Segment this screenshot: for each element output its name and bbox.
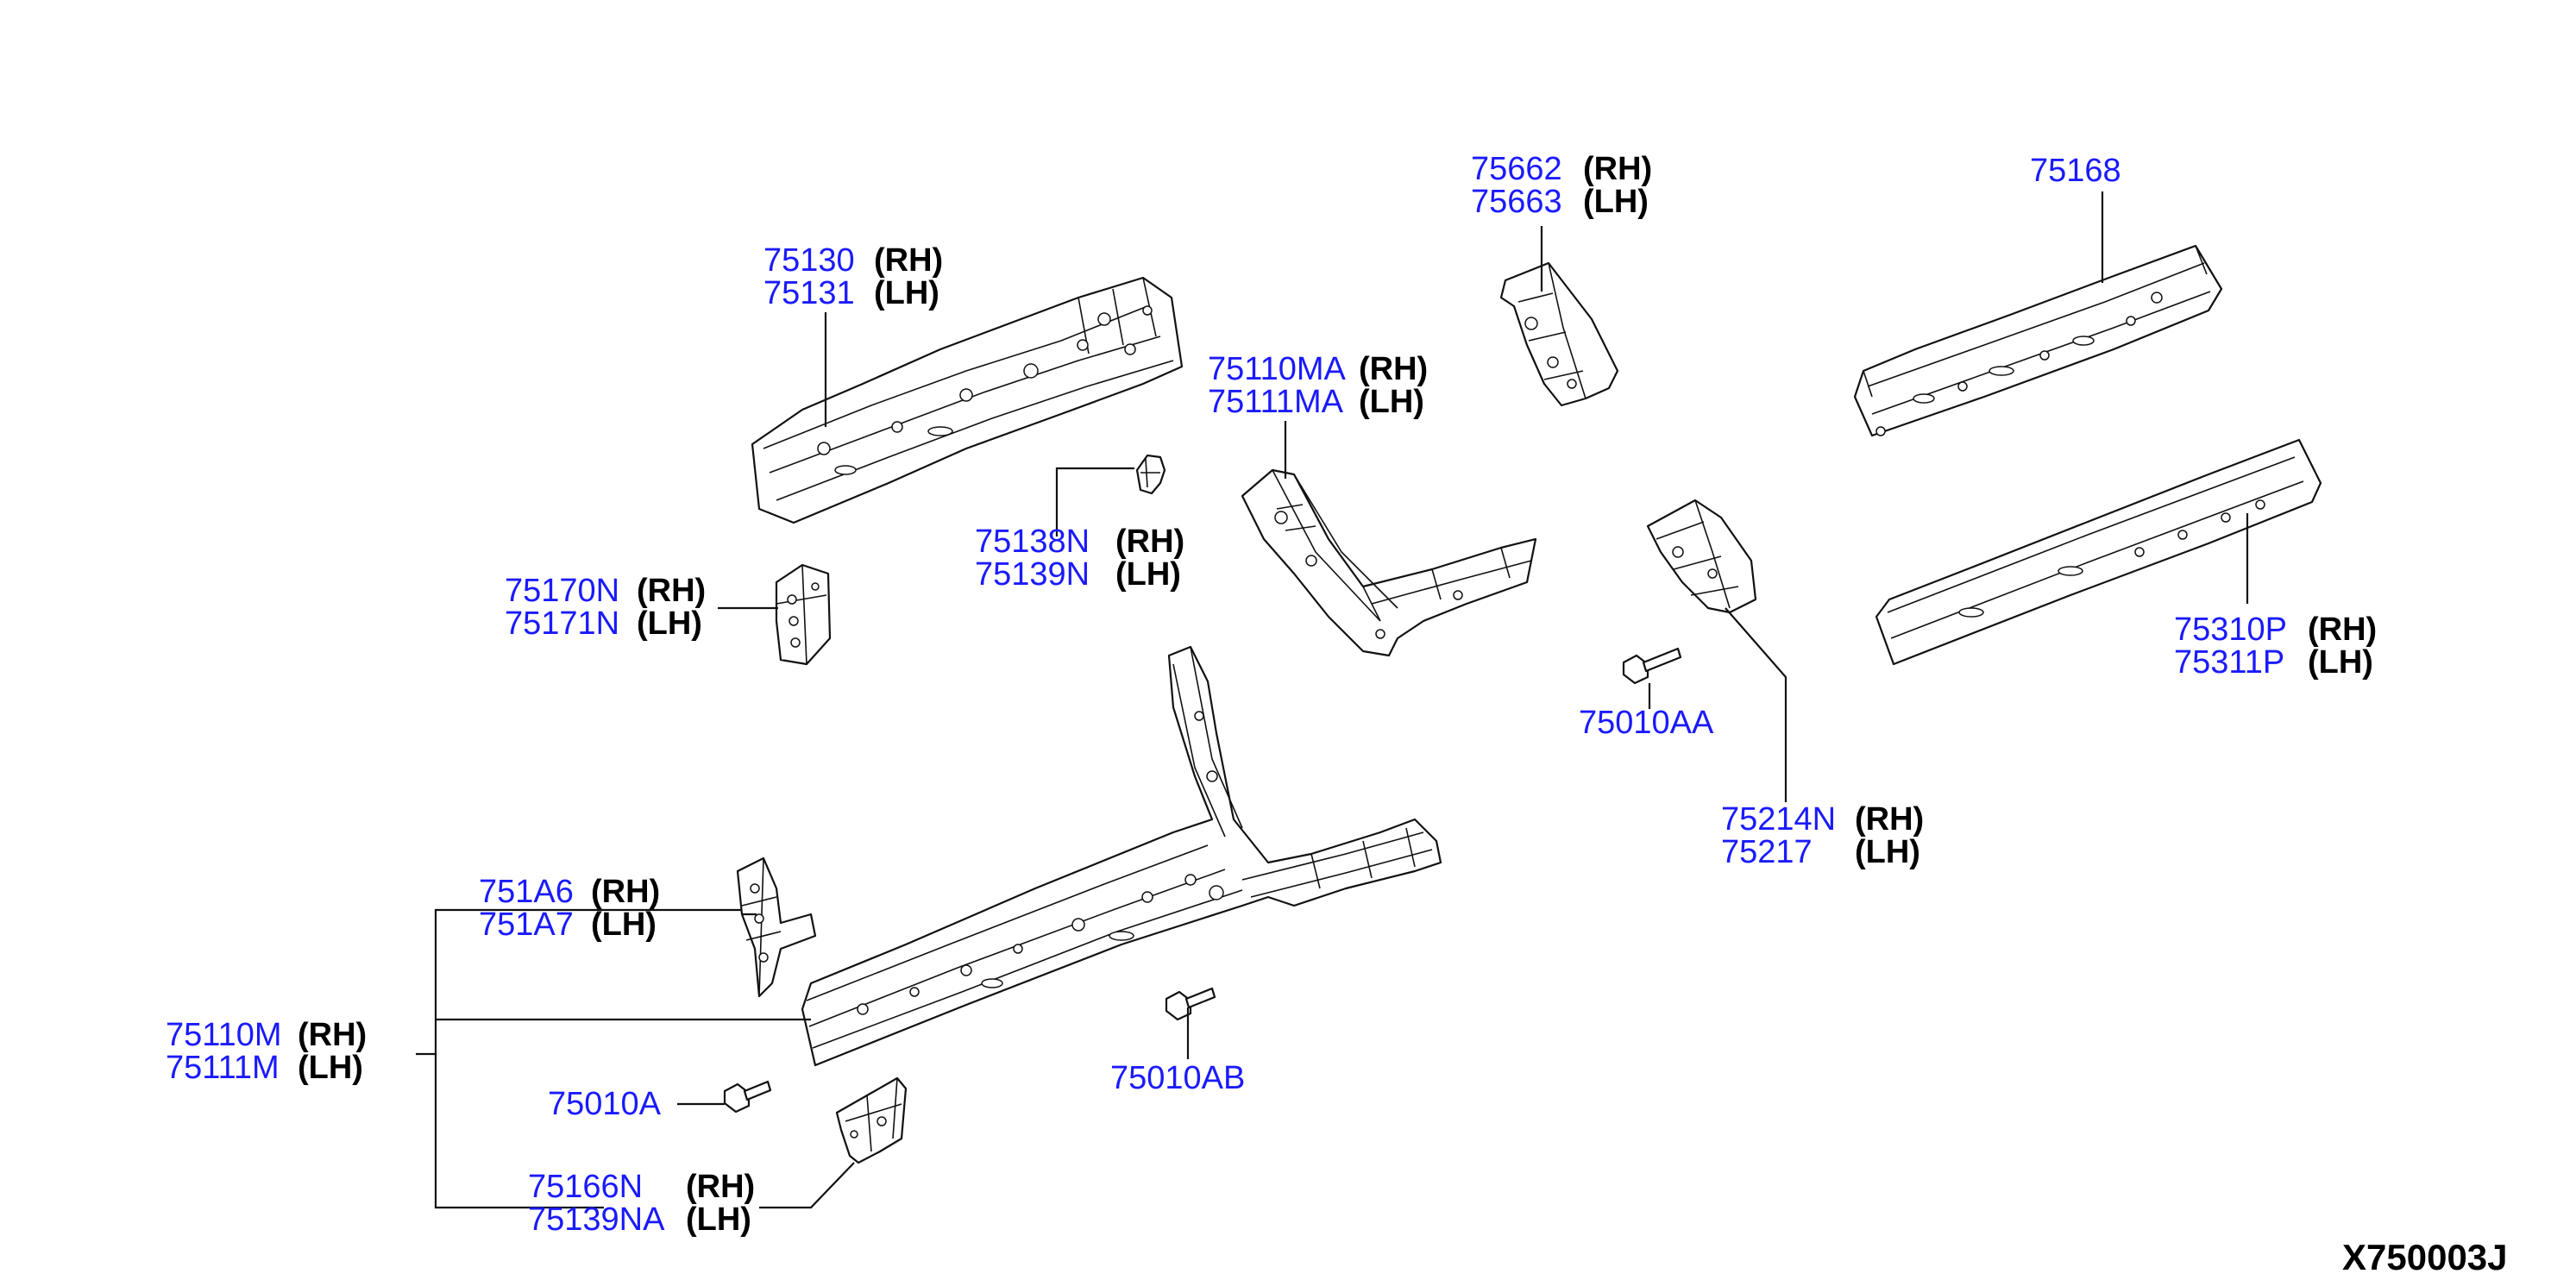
part-number: 75110MA	[1208, 351, 1347, 387]
part-number: 75010AB	[1110, 1060, 1245, 1096]
part-75310P-side-rail[interactable]	[1875, 438, 2322, 666]
part-number: 75139NA	[528, 1202, 665, 1238]
callout-75214N: 75214N (RH) 75217 (LH)	[1721, 801, 1924, 870]
part-number: 75311P	[2174, 644, 2284, 681]
part-75110M-side-member[interactable]	[801, 645, 1442, 1067]
side-label: (RH)	[1583, 151, 1652, 187]
side-label: (LH)	[1359, 384, 1424, 420]
part-number: 75131	[763, 275, 855, 311]
callout-75010A: 75010A	[548, 1086, 662, 1122]
side-label: (LH)	[298, 1050, 363, 1086]
side-label: (RH)	[637, 573, 706, 609]
callout-75168: 75168	[2030, 153, 2121, 189]
part-75010AA-bolt[interactable]	[1622, 647, 1682, 685]
callout-75170N: 75170N (RH) 75171N (LH)	[505, 573, 706, 642]
part-number: 75170N	[505, 573, 619, 609]
side-label: (LH)	[1855, 834, 1920, 870]
part-75662-bracket[interactable]	[1499, 261, 1619, 407]
callout-75310P: 75310P (RH) 75311P (LH)	[2174, 612, 2377, 681]
side-label: (LH)	[637, 605, 702, 642]
part-75166N-bracket[interactable]	[835, 1076, 908, 1164]
side-label: (LH)	[874, 275, 939, 311]
part-number: 75138N	[975, 524, 1090, 560]
callout-75010AB: 75010AB	[1110, 1060, 1245, 1096]
side-label: (RH)	[591, 874, 660, 910]
part-75170N-gusset[interactable]	[775, 563, 832, 666]
callout-75662: 75662 (RH) 75663 (LH)	[1471, 151, 1652, 220]
callout-75110MA: 75110MA (RH) 75111MA (LH)	[1208, 351, 1428, 420]
side-label: (RH)	[1359, 351, 1428, 387]
side-label: (LH)	[2308, 644, 2373, 681]
diagram-reference-code: X750003J	[2342, 1237, 2508, 1277]
callout-75166N: 75166N (RH) 75139NA (LH)	[528, 1169, 755, 1238]
side-label: (LH)	[686, 1202, 751, 1238]
side-label: (LH)	[1115, 556, 1181, 593]
side-label: (RH)	[874, 242, 943, 279]
part-number: 75111M	[166, 1050, 280, 1086]
callout-75010AA: 75010AA	[1579, 705, 1714, 741]
callout-75130: 75130 (RH) 75131 (LH)	[763, 242, 943, 311]
part-number: 75168	[2030, 153, 2121, 189]
part-75214N-bracket[interactable]	[1646, 499, 1757, 614]
part-75138N-clip[interactable]	[1135, 454, 1166, 495]
part-number: 75214N	[1721, 801, 1836, 838]
callout-751A6: 751A6 (RH) 751A7 (LH)	[479, 874, 660, 943]
part-number: 75139N	[975, 556, 1090, 593]
part-75130-member-extension[interactable]	[751, 276, 1184, 524]
part-number: 751A7	[479, 907, 574, 943]
callout-75110M: 75110M (RH) 75111M (LH)	[166, 1017, 367, 1086]
part-number: 751A6	[479, 874, 574, 910]
part-75010AB-bolt[interactable]	[1165, 987, 1216, 1021]
leader-lines	[416, 191, 2249, 1209]
part-75110MA-member-assembly[interactable]	[1241, 468, 1537, 657]
callout-75138N: 75138N (RH) 75139N (LH)	[975, 524, 1184, 593]
part-number: 75217	[1721, 834, 1813, 870]
side-label: (LH)	[591, 907, 657, 943]
part-number: 75171N	[505, 605, 619, 642]
side-label: (RH)	[2308, 612, 2377, 648]
part-75168-rail[interactable]	[1853, 244, 2223, 437]
part-number: 75010AA	[1579, 705, 1714, 741]
part-number: 75110M	[166, 1017, 282, 1053]
side-label: (RH)	[1115, 524, 1184, 560]
part-751A6-bracket[interactable]	[736, 856, 817, 998]
side-label: (LH)	[1583, 184, 1649, 220]
side-label: (RH)	[686, 1169, 755, 1205]
part-number: 75166N	[528, 1169, 643, 1205]
part-number: 75662	[1471, 151, 1562, 187]
part-number: 75111MA	[1208, 384, 1344, 420]
part-number: 75010A	[548, 1086, 662, 1122]
part-number: 75663	[1471, 184, 1562, 220]
part-number: 75130	[763, 242, 855, 279]
side-label: (RH)	[298, 1017, 367, 1053]
part-75010A-bolt[interactable]	[723, 1080, 772, 1114]
side-label: (RH)	[1855, 801, 1924, 838]
part-number: 75310P	[2174, 612, 2287, 648]
